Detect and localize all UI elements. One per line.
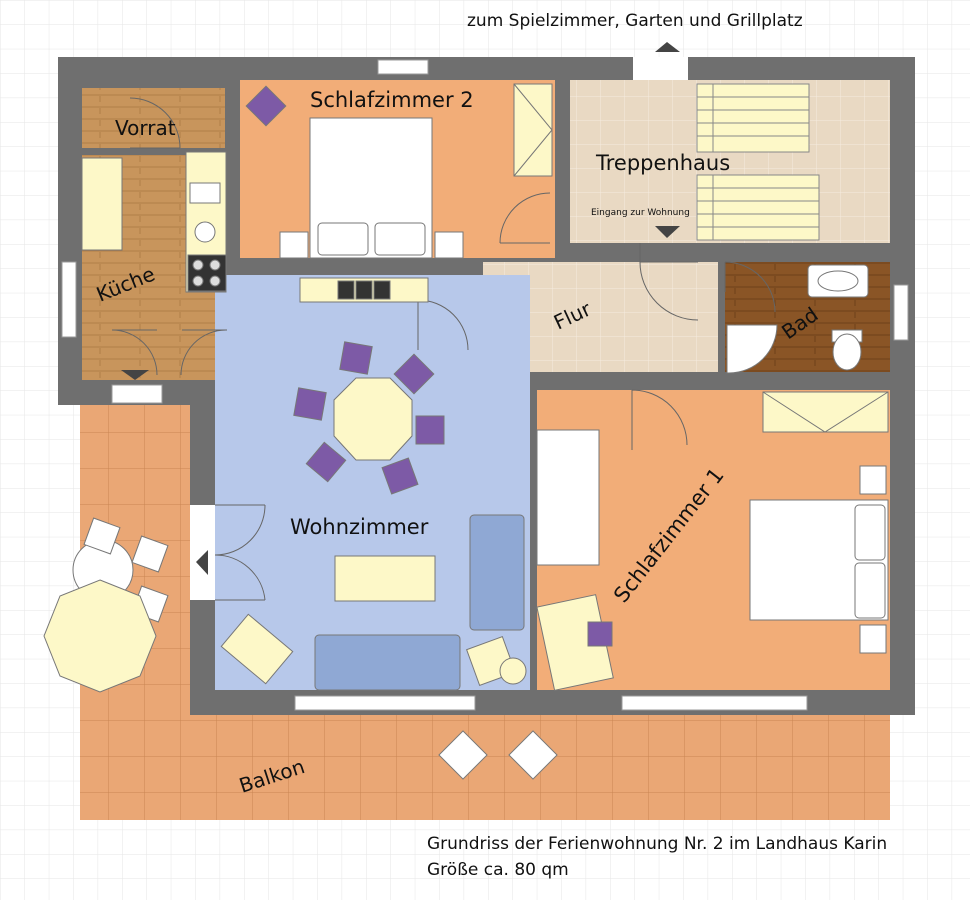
label-schlafzimmer-2: Schlafzimmer 2	[310, 88, 474, 112]
doors	[111, 57, 776, 601]
caption-line-2: Größe ca. 80 qm	[427, 860, 569, 880]
bed-schlafzimmer-2	[245, 83, 553, 259]
top-note: zum Spielzimmer, Garten und Grillplatz	[467, 11, 803, 31]
kitchen-furniture	[81, 151, 227, 293]
balcony-furniture	[43, 517, 558, 780]
bathroom-fixtures	[726, 264, 869, 374]
stairs	[696, 83, 820, 241]
label-vorrat: Vorrat	[115, 116, 176, 140]
label-wohnzimmer: Wohnzimmer	[290, 515, 429, 539]
bedroom-1-furniture	[536, 391, 889, 691]
caption-line-1: Grundriss der Ferienwohnung Nr. 2 im Lan…	[427, 834, 887, 854]
label-treppenhaus: Treppenhaus	[595, 151, 730, 175]
label-eingang: Eingang zur Wohnung	[591, 208, 690, 218]
living-room-furniture	[220, 277, 527, 691]
windows	[61, 59, 909, 711]
room-vorrat	[82, 88, 225, 148]
arrow-icons	[121, 42, 680, 575]
